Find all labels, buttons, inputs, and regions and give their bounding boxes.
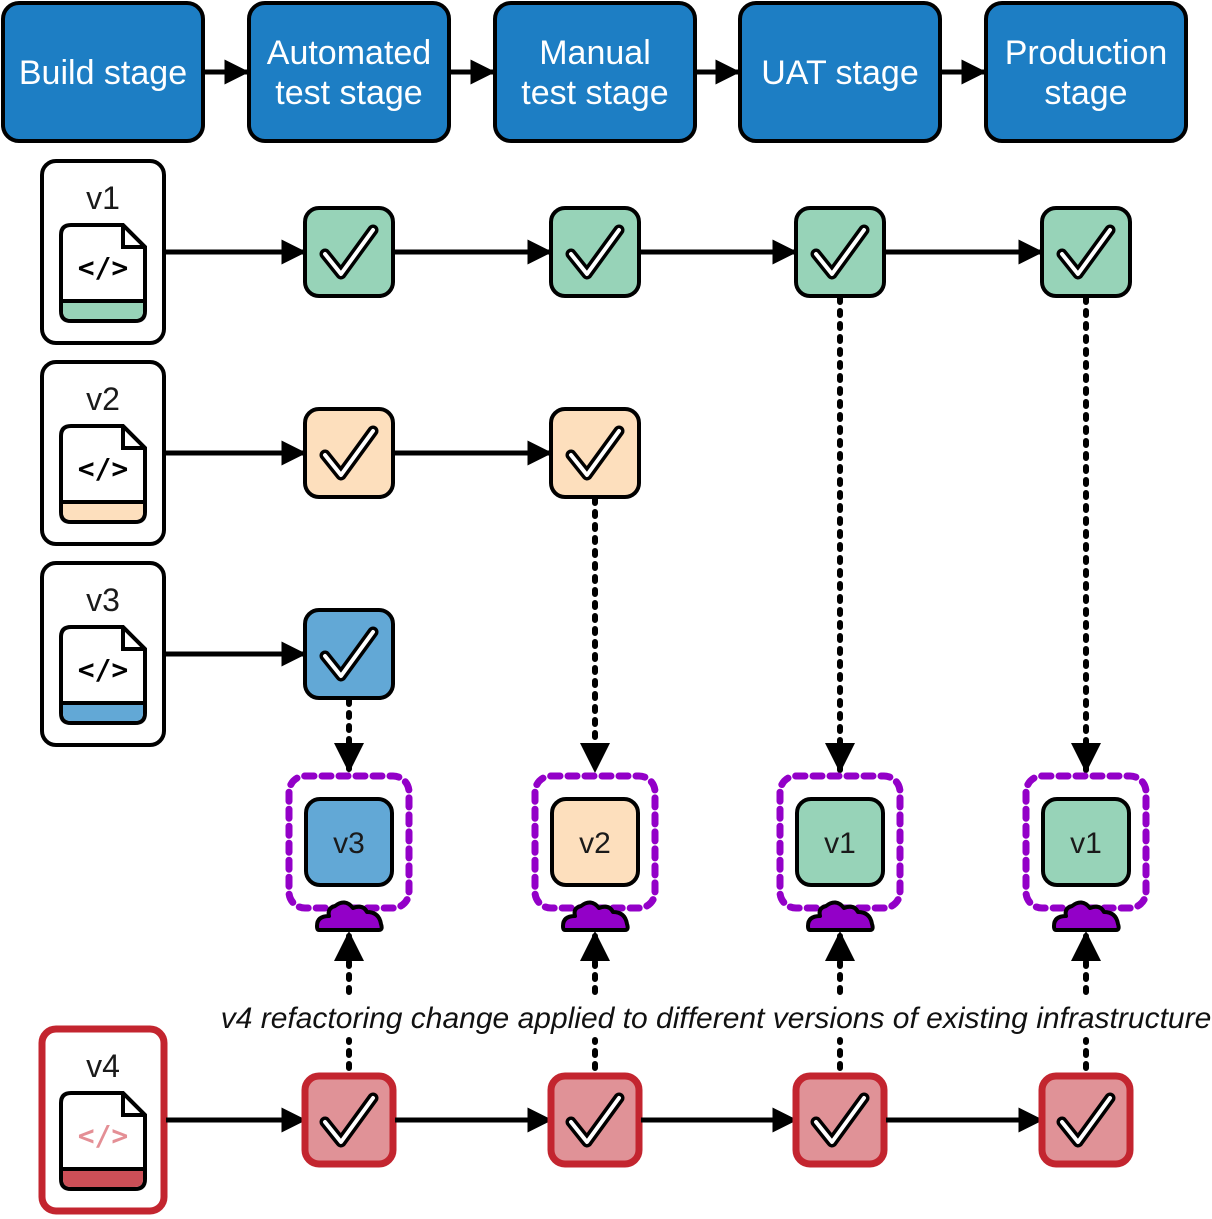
- version-label: v3: [86, 582, 120, 618]
- caption-text: v4 refactoring change applied to differe…: [221, 1002, 1212, 1035]
- code-icon: </>: [78, 452, 129, 485]
- environment-uat: v1: [776, 772, 904, 932]
- stage-box: [493, 1, 697, 143]
- stage-uat: UAT stage: [738, 1, 987, 143]
- deployed-version-label: v2: [579, 827, 611, 860]
- deployed-version-label: v1: [824, 827, 856, 860]
- check-box: [303, 407, 395, 499]
- stage-label: UAT stage: [761, 54, 918, 92]
- file-color-bar: [63, 301, 143, 319]
- file-corner: [121, 426, 145, 450]
- stage-label: Build stage: [19, 54, 187, 92]
- code-icon: </>: [78, 653, 129, 686]
- connectors: [334, 295, 1101, 1071]
- stage-box: [738, 1, 942, 143]
- check-box-uat: [792, 1072, 888, 1168]
- version-row-v1: v1 </>: [40, 159, 1132, 345]
- check-box-automated-test: [303, 407, 395, 499]
- check-box: [1038, 1072, 1134, 1168]
- check-box-automated-test: [303, 206, 395, 298]
- environments: v3 v2 v1 v1: [285, 772, 1150, 932]
- deployed-version-label: v1: [1070, 827, 1102, 860]
- deployed-version-box: [1041, 797, 1131, 887]
- deployed-version-box: [304, 797, 394, 887]
- stage-label: Manual: [539, 34, 651, 72]
- version-row-v4: v4 </>: [38, 1025, 1134, 1215]
- file-color-bar: [63, 703, 143, 721]
- check-box-manual-test: [549, 407, 641, 499]
- check-icon: [569, 429, 621, 477]
- stage-label: Automated: [267, 34, 431, 72]
- check-icon: [323, 429, 375, 477]
- stage-label: Production: [1005, 34, 1168, 72]
- version-label: v2: [86, 381, 120, 417]
- file-corner: [121, 1093, 145, 1117]
- deployed-version-box: [795, 797, 885, 887]
- file-color-bar: [63, 1169, 143, 1187]
- check-icon: [814, 1096, 866, 1144]
- stage-box: [984, 1, 1188, 143]
- cloud-icon: [806, 900, 875, 932]
- check-icon: [814, 228, 866, 276]
- check-box: [301, 1072, 397, 1168]
- check-box-automated-test: [301, 1072, 397, 1168]
- check-box: [794, 206, 886, 298]
- cloud-icon: [1052, 900, 1121, 932]
- check-box: [303, 608, 395, 700]
- stage-label: stage: [1044, 74, 1127, 112]
- check-icon: [1060, 228, 1112, 276]
- code-file-icon: </>: [59, 1091, 147, 1191]
- check-icon: [569, 1096, 621, 1144]
- cloud-icon: [561, 900, 630, 932]
- environment-production: v1: [1022, 772, 1150, 932]
- check-box-manual-test: [547, 1072, 643, 1168]
- stage-box: [1, 1, 205, 143]
- check-box: [547, 1072, 643, 1168]
- check-box: [303, 206, 395, 298]
- versions: v1 </> v2 </> v3 </> v4 </>: [38, 159, 1134, 1215]
- check-icon: [569, 228, 621, 276]
- check-box-automated-test: [303, 608, 395, 700]
- stage-label: test stage: [521, 74, 668, 112]
- version-label: v4: [86, 1048, 120, 1084]
- cloud-icon: [315, 900, 384, 932]
- stage-box: [247, 1, 451, 143]
- stage-label: test stage: [275, 74, 422, 112]
- stage-build: Build stage: [1, 1, 250, 143]
- check-icon: [323, 1096, 375, 1144]
- environment-manual-test: v2: [531, 772, 659, 932]
- version-label: v1: [86, 180, 120, 216]
- file-color-bar: [63, 502, 143, 520]
- check-icon: [323, 630, 375, 678]
- file-corner: [121, 627, 145, 651]
- check-box-production: [1038, 1072, 1134, 1168]
- check-box: [549, 206, 641, 298]
- check-icon: [1060, 1096, 1112, 1144]
- version-row-v2: v2 </>: [40, 360, 641, 546]
- check-box: [549, 407, 641, 499]
- check-box: [1040, 206, 1132, 298]
- deployed-version-box: [550, 797, 640, 887]
- check-box-production: [1040, 206, 1132, 298]
- code-file-icon: </>: [59, 223, 147, 323]
- code-file-icon: </>: [59, 424, 147, 524]
- check-box-uat: [794, 206, 886, 298]
- code-icon: </>: [78, 1119, 129, 1152]
- version-row-v3: v3 </>: [40, 561, 395, 747]
- code-file-icon: </>: [59, 625, 147, 725]
- environment-automated-test: v3: [285, 772, 413, 932]
- deployed-version-label: v3: [333, 827, 365, 860]
- code-icon: </>: [78, 251, 129, 284]
- check-box: [792, 1072, 888, 1168]
- file-corner: [121, 225, 145, 249]
- check-icon: [323, 228, 375, 276]
- check-box-manual-test: [549, 206, 641, 298]
